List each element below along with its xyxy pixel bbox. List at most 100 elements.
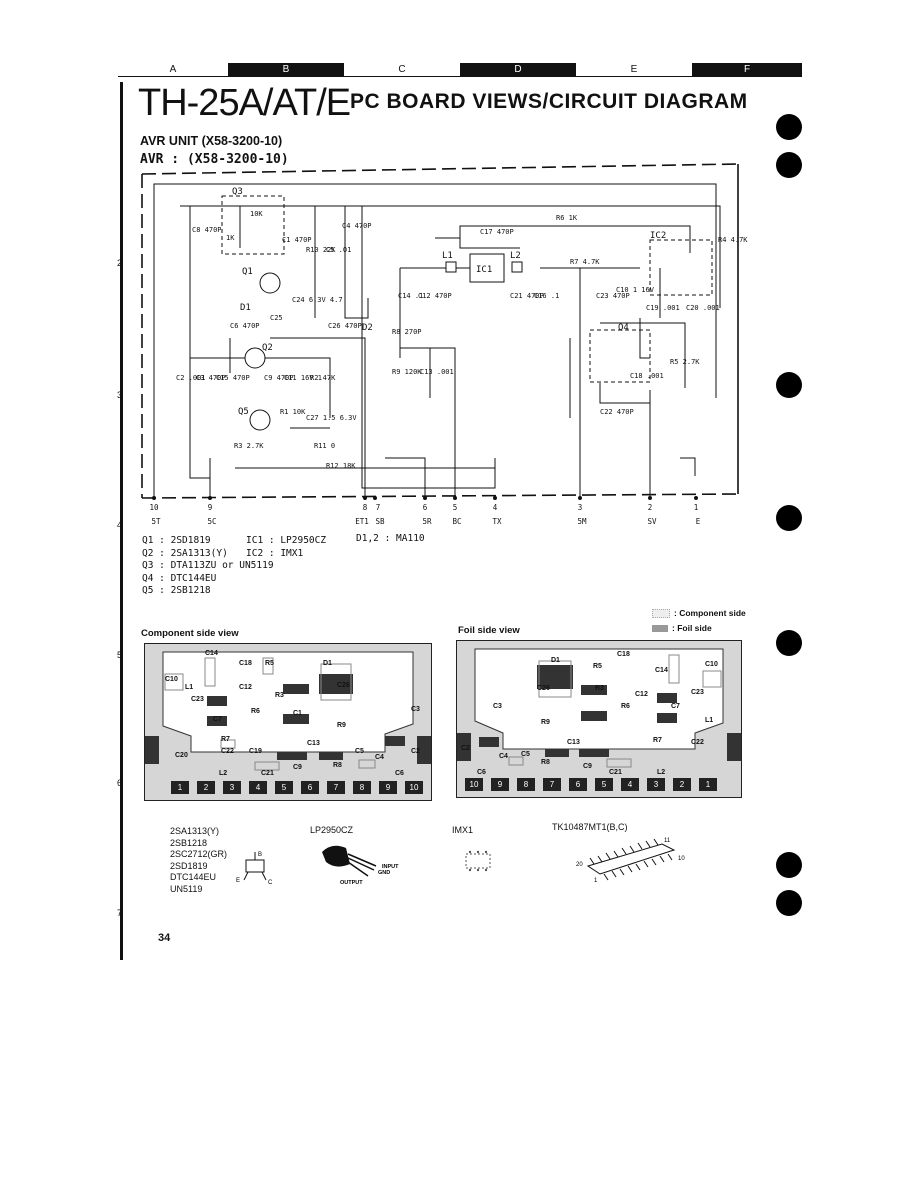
foil-ref-r5: R5: [593, 663, 602, 670]
terminal-name-bc: BC: [452, 517, 461, 526]
board-ref-c22: C22: [221, 748, 234, 755]
terminal-num-7: 7: [376, 503, 381, 512]
schematic-ref-ic1: IC1: [476, 265, 492, 275]
foil-pad-2: 2: [673, 778, 691, 791]
value-1k: 1K: [226, 234, 235, 242]
value-r7: R7 4.7K: [570, 258, 600, 266]
schematic-ref-q4: Q4: [618, 323, 629, 333]
schematic-ref-l1: L1: [442, 251, 453, 261]
value-r2: R2 47K: [310, 374, 336, 382]
row-marker-4: 4: [117, 520, 123, 530]
terminal-name-e: E: [696, 517, 701, 526]
terminal-num-5: 5: [453, 503, 458, 512]
parts-list-diodes: D1,2 : MA110: [356, 533, 425, 546]
terminal-num-10: 10: [149, 503, 159, 512]
terminal-name-5t: 5T: [151, 517, 161, 526]
terminal-num-2: 2: [648, 503, 653, 512]
board-ref-c12: C12: [239, 684, 252, 691]
value-r8: R8 270P: [392, 328, 422, 336]
value-r6: R6 1K: [556, 214, 578, 222]
foil-ref-c4: C4: [499, 753, 508, 760]
foil-pad-8: 8: [517, 778, 535, 791]
foil-side-swatch: [652, 625, 668, 633]
foil-ref-r6: R6: [621, 703, 630, 710]
board-ref-c14: C14: [205, 650, 218, 657]
transistor-package-list: 2SA1313(Y) 2SB1218 2SC2712(GR) 2SD1819 D…: [170, 826, 227, 895]
to92-package-outline: INPUT GND OUTPUT: [322, 845, 399, 886]
foil-ref-r3: R3: [595, 685, 604, 692]
tk-pin-20: 20: [576, 862, 583, 868]
schematic-label: AVR : (X58-3200-10): [140, 152, 289, 167]
board-ref-c19: C19: [249, 748, 262, 755]
value-r9: R9 120K: [392, 368, 422, 376]
foil-pad-4: 4: [621, 778, 639, 791]
value-c10: C10 1 16V: [616, 286, 655, 294]
schematic-ref-q1: Q1: [242, 267, 253, 277]
lp2950-package-name: LP2950CZ: [310, 825, 354, 835]
foil-pad-5: 5: [595, 778, 613, 791]
board-pad-6: 6: [301, 781, 319, 794]
schematic-ref-q2: Q2: [262, 343, 273, 353]
value-c13: C13 .001: [420, 368, 454, 376]
pin-label-b: B: [258, 852, 262, 858]
board-ref-d1: D1: [323, 660, 332, 667]
board-ref-c4: C4: [375, 754, 384, 761]
part-ic2: IC2 : IMX1: [246, 547, 304, 559]
column-header-b: B: [228, 63, 344, 77]
component-side-board: C10 C14 C18 R5 C12 D1 C23 R3 C26 L1 C7 R…: [144, 643, 432, 801]
value-c23: C23 470P: [596, 292, 630, 300]
board-ref-c23: C23: [191, 696, 204, 703]
schematic-ref-q5: Q5: [238, 407, 249, 417]
model-title: TH-25A/AT/E: [138, 82, 351, 124]
board-pad-9: 9: [379, 781, 397, 794]
foil-ref-c18: C18: [617, 651, 630, 658]
value-c12: C12 470P: [418, 292, 452, 300]
board-pad-5: 5: [275, 781, 293, 794]
board-ref-c2: C2: [411, 748, 420, 755]
board-pad-10: 10: [405, 781, 423, 794]
left-margin-bar: [120, 82, 123, 960]
lp2950-pin-input: INPUT: [382, 864, 399, 870]
imx1-package-outline: [465, 850, 491, 872]
row-marker-6: 6: [117, 778, 123, 788]
terminal-name-5m: 5M: [577, 517, 587, 526]
component-side-view-label: Component side view: [141, 628, 239, 639]
value-c8: C8 470P: [192, 226, 222, 234]
transistor-type: 2SC2712(GR): [170, 849, 228, 859]
foil-pad-7: 7: [543, 778, 561, 791]
legend-foil-side: : Foil side: [652, 623, 712, 633]
value-c17: C17 470P: [480, 228, 514, 236]
terminal-num-9: 9: [208, 503, 213, 512]
value-c2: C2 .001: [176, 374, 206, 382]
board-pad-1: 1: [171, 781, 189, 794]
foil-ref-c10: C10: [705, 661, 718, 668]
component-side-traces: [145, 651, 431, 771]
value-c16: C16 .1: [534, 292, 559, 300]
terminal-name-sv: SV: [647, 517, 657, 526]
tk10487-package-name: TK10487MT1(B,C): [552, 822, 628, 832]
binder-hole: [776, 852, 802, 878]
foil-ref-c9: C9: [583, 763, 592, 770]
terminal-num-6: 6: [423, 503, 428, 512]
board-ref-c6: C6: [395, 770, 404, 777]
component-side-swatch: [652, 609, 670, 619]
value-c5: C5 .01: [326, 246, 351, 254]
schematic-ref-ic2: IC2: [650, 231, 666, 241]
board-ref-r6: R6: [251, 708, 260, 715]
value-c14: C14 .1: [398, 292, 423, 300]
foil-ref-c21: C21: [609, 769, 622, 776]
foil-ref-c7: C7: [671, 703, 680, 710]
value-c15: C15 470P: [216, 374, 250, 382]
pin-label-c: C: [268, 880, 273, 886]
foil-ref-c13: C13: [567, 739, 580, 746]
part-d1-d2: D1,2 : MA110: [356, 533, 425, 544]
foil-ref-c5: C5: [521, 751, 530, 758]
value-c24: C24 6.3V 4.7: [292, 296, 343, 304]
board-pad-7: 7: [327, 781, 345, 794]
board-ref-l1: L1: [185, 684, 194, 691]
foil-ref-r9: R9: [541, 719, 550, 726]
lp2950-pin-gnd: GND: [378, 870, 390, 876]
lp2950-pin-output: OUTPUT: [340, 880, 363, 886]
terminal-name-et1: ET1: [355, 517, 369, 526]
value-c1: C1 470P: [282, 236, 312, 244]
